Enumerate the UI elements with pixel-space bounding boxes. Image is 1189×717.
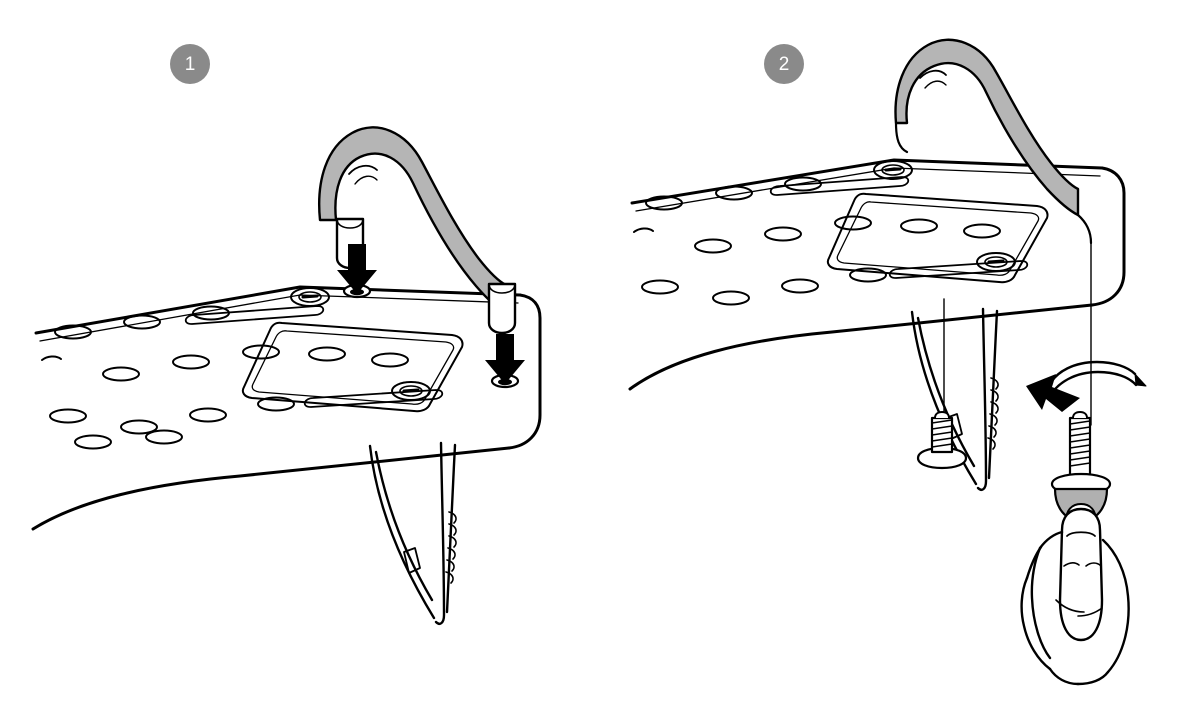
insertion-arrow-right-step-1 bbox=[485, 334, 525, 384]
drain-holes-step-2 bbox=[633, 176, 1001, 306]
screw-left-step-2 bbox=[916, 411, 968, 470]
locking-fitting-upper-step-1 bbox=[290, 287, 330, 307]
drain-holes-step-1 bbox=[41, 305, 409, 450]
panel-2-artwork bbox=[628, 38, 1147, 686]
support-leg-step-1 bbox=[368, 441, 457, 625]
step-number-2: 2 bbox=[778, 53, 790, 75]
panel-1-artwork bbox=[31, 126, 542, 625]
platform-slots-step-1 bbox=[184, 305, 444, 408]
step-number-1: 1 bbox=[184, 53, 196, 75]
platform-slots-step-2 bbox=[769, 176, 1029, 279]
alignment-guide-lines-step-2 bbox=[943, 242, 1092, 426]
step-badge-2: 2 bbox=[764, 44, 804, 84]
locking-fitting-lower-step-1 bbox=[391, 381, 431, 401]
handle-post-right-step-1 bbox=[487, 282, 517, 335]
mounting-plate-step-2 bbox=[826, 192, 1049, 284]
locking-fitting-lower-step-2 bbox=[976, 252, 1016, 272]
step-badge-1: 1 bbox=[170, 44, 210, 84]
instruction-panel-step-2: 2 bbox=[594, 0, 1189, 717]
rotation-arrow-step-2 bbox=[1026, 360, 1147, 412]
instruction-panel-step-1: 1 bbox=[31, 44, 542, 625]
hand-step-2 bbox=[1020, 507, 1130, 686]
insertion-arrow-left-step-1 bbox=[337, 244, 377, 294]
locking-fitting-upper-step-2 bbox=[873, 160, 913, 180]
screw-right-step-2 bbox=[1050, 411, 1112, 496]
mounting-plate-step-1 bbox=[241, 321, 464, 413]
handle-bar-step-2 bbox=[894, 38, 1093, 245]
